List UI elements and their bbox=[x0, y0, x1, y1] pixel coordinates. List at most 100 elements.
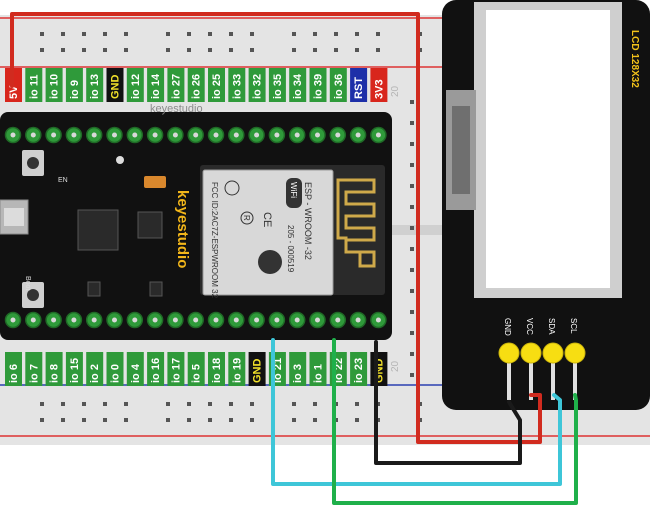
breadboard-hole bbox=[355, 418, 359, 422]
pin-label: io 26 bbox=[191, 74, 203, 99]
breadboard-hole bbox=[229, 32, 233, 36]
header-pin-hole bbox=[233, 317, 239, 323]
pin-label-bg bbox=[45, 352, 63, 386]
pin-label-bg bbox=[309, 68, 327, 102]
pin-label-bg bbox=[228, 68, 246, 102]
breadboard-hole bbox=[187, 48, 191, 52]
wire-cyan-sda bbox=[271, 338, 562, 486]
lcd-pin-leg bbox=[529, 360, 533, 400]
pin-label-bg bbox=[147, 352, 165, 386]
breadboard-hole bbox=[61, 402, 65, 406]
lcd-pin-leg bbox=[573, 360, 577, 400]
lcd-pin-leg bbox=[507, 360, 511, 400]
breadboard-hole bbox=[250, 32, 254, 36]
breadboard-hole bbox=[103, 32, 107, 36]
breadboard-hole bbox=[103, 418, 107, 422]
breadboard-hole bbox=[82, 32, 86, 36]
pin-label: io 32 bbox=[252, 74, 264, 99]
module-cert: 205 - 000519 bbox=[286, 225, 295, 273]
pin-label: io 19 bbox=[231, 358, 243, 383]
breadboard-hole bbox=[61, 48, 65, 52]
pin-label: io 33 bbox=[231, 74, 243, 99]
breadboard-hole bbox=[61, 32, 65, 36]
breadboard-hole bbox=[124, 418, 128, 422]
module-antenna bbox=[336, 178, 376, 268]
breadboard-hole bbox=[355, 402, 359, 406]
header-pin-hole bbox=[112, 132, 117, 138]
header-pin-hole bbox=[71, 317, 77, 323]
breadboard-hole bbox=[40, 418, 44, 422]
lcd-title: LCD 128X32 bbox=[629, 30, 640, 88]
breadboard-hole bbox=[313, 418, 317, 422]
capacitor bbox=[144, 176, 166, 188]
board-silk-top: keyestudio bbox=[150, 103, 203, 115]
lcd-pin bbox=[564, 342, 586, 364]
boot-button-cap bbox=[27, 289, 39, 301]
row-number-bottom: 20 bbox=[390, 360, 401, 372]
wire-black-gnd bbox=[374, 340, 522, 465]
pin-label: 3V3 bbox=[373, 79, 385, 99]
breadboard-hole bbox=[229, 402, 233, 406]
transistor-2 bbox=[149, 281, 163, 297]
pin-label-bg bbox=[248, 68, 266, 102]
breadboard-hole bbox=[410, 331, 414, 335]
breadboard-hole bbox=[410, 373, 414, 377]
header-pin-hole bbox=[152, 132, 158, 138]
pin-label-bg bbox=[350, 68, 368, 102]
breadboard-hole bbox=[334, 32, 338, 36]
lcd-pin-label: SDA bbox=[547, 318, 556, 335]
breadboard-hole bbox=[40, 402, 44, 406]
boot-label: Boot bbox=[24, 276, 31, 290]
pin-label-bg bbox=[289, 68, 307, 102]
breadboard-hole bbox=[376, 48, 380, 52]
r-mark-circle bbox=[240, 211, 254, 225]
pin-label: RST bbox=[353, 77, 365, 99]
pin-label: io 35 bbox=[272, 74, 284, 99]
lcd-pin-label: VCC bbox=[525, 318, 534, 335]
breadboard-hole bbox=[410, 121, 414, 125]
header-pin-hole bbox=[213, 132, 219, 138]
breadboard-hole bbox=[292, 32, 296, 36]
micro-usb-port-inner bbox=[4, 208, 24, 226]
breadboard-hole bbox=[229, 418, 233, 422]
pin-label: io 0 bbox=[110, 364, 122, 383]
pin-label-bg bbox=[248, 352, 266, 386]
breadboard-hole bbox=[40, 32, 44, 36]
breadboard-hole bbox=[410, 352, 414, 356]
pin-label-bg bbox=[45, 68, 63, 102]
header-pin-hole bbox=[213, 317, 219, 323]
pin-label-bg bbox=[167, 68, 185, 102]
header-pin-hole bbox=[30, 317, 36, 323]
led-indicator bbox=[116, 156, 124, 164]
usb-uart-chip bbox=[77, 209, 119, 251]
breadboard-hole bbox=[355, 32, 359, 36]
pin-label: io 10 bbox=[49, 74, 61, 99]
wire-green-scl bbox=[332, 338, 578, 505]
breadboard-hole bbox=[250, 418, 254, 422]
pin-label: io 1 bbox=[313, 364, 325, 383]
header-pin-hole bbox=[274, 317, 280, 323]
lcd-screen bbox=[486, 10, 610, 288]
wifi-logo: WiFi bbox=[289, 182, 298, 198]
header-pin-hole bbox=[355, 132, 361, 138]
pin-label-bg bbox=[208, 68, 225, 102]
header-pin-hole bbox=[91, 132, 97, 138]
breadboard-hole bbox=[61, 418, 65, 422]
pin-label: io 5 bbox=[191, 364, 203, 383]
header-pin-hole bbox=[274, 132, 280, 138]
breadboard-hole bbox=[124, 32, 128, 36]
wires bbox=[10, 12, 578, 505]
lcd-pin-leg bbox=[551, 360, 555, 400]
breadboard-hole bbox=[208, 48, 212, 52]
header-pin-hole bbox=[233, 132, 239, 138]
pin-label-bg bbox=[208, 352, 225, 386]
header-pin-hole bbox=[132, 132, 138, 138]
board-pin-row-bottom bbox=[4, 311, 387, 329]
en-button-cap bbox=[27, 157, 39, 169]
breadboard-hole bbox=[187, 32, 191, 36]
breadboard-hole bbox=[313, 48, 317, 52]
pin-label: GND bbox=[252, 359, 264, 384]
breadboard-hole bbox=[250, 402, 254, 406]
